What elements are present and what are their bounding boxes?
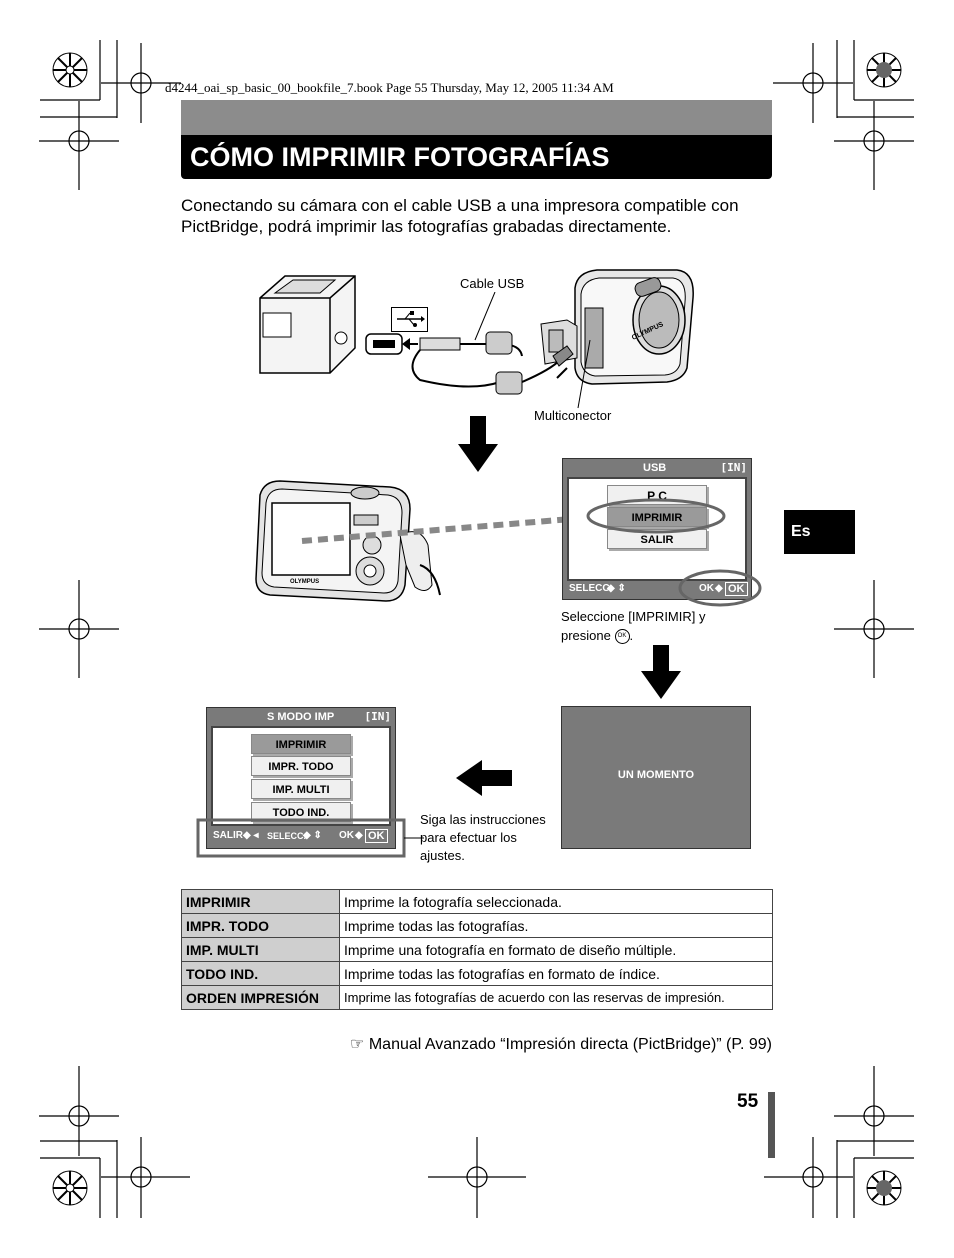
mode-caption: Siga las instrucciones para efectuar los… (420, 812, 546, 863)
ok-key-icon: OK (725, 582, 748, 596)
camera-back-illustration: OLYMPUS (255, 480, 441, 602)
intro-text: Conectando su cámara con el cable USB a … (181, 196, 739, 236)
usb-caption-line1: Seleccione [IMPRIMIR] y (561, 609, 706, 624)
book-info: d4244_oai_sp_basic_00_bookfile_7.book Pa… (165, 80, 614, 95)
connector-label-leader (577, 340, 591, 409)
print-mode-title: S MODO IMP (267, 711, 335, 723)
wait-screen: UN MOMENTO (561, 706, 751, 849)
memory-indicator: [IN] (364, 710, 392, 723)
mode-menu-imprimir[interactable]: IMPRIMIR (251, 734, 351, 754)
language-tab: Es (784, 510, 855, 554)
arrow-down-icon (641, 645, 681, 699)
usb-screen-title: USB (643, 462, 667, 474)
ok-key-icon: OK (365, 829, 388, 843)
connector-label: Multiconector (534, 408, 612, 423)
select-hint: SELECC. (267, 831, 307, 841)
select-hint: SELECC. (569, 583, 613, 594)
highlight-ovals (586, 498, 762, 607)
ok-button-icon: OK (614, 629, 630, 645)
mode-menu-imp-multi[interactable]: IMP. MULTI (251, 779, 351, 799)
dashed-connector-line (301, 514, 597, 544)
svg-text:OLYMPUS: OLYMPUS (290, 579, 319, 585)
reference-note: ☞ Manual Avanzado “Impresión directa (Pi… (350, 1036, 772, 1053)
usb-cable-illustration (402, 331, 561, 395)
usb-menu-imprimir[interactable]: IMPRIMIR (607, 507, 707, 527)
pointing-hand-icon: ☞ (350, 1036, 365, 1053)
print-mode-screen: S MODO IMP [IN] IMPRIMIR IMPR. TODO IMP.… (206, 707, 396, 849)
page-number: 55 (737, 1091, 759, 1112)
arrow-left-icon (456, 760, 512, 796)
usb-menu-salir[interactable]: SALIR (607, 529, 707, 549)
cable-label-leader (474, 292, 496, 341)
ok-hint: OK (699, 583, 714, 594)
exit-hint: SALIR (213, 830, 243, 841)
usb-caption-line2: presione OK. (561, 628, 634, 645)
page-title: CÓMO IMPRIMIR FOTOGRAFÍAS (190, 142, 610, 172)
printer-illustration (259, 275, 356, 374)
usb-port-icon (365, 333, 403, 355)
usb-symbol-icon (391, 307, 428, 332)
print-mode-footer: SALIR ◆ ◂ SELECC. ◆ ⇕ OK ◆ OK (211, 828, 391, 844)
memory-indicator: [IN] (720, 461, 748, 474)
usb-screen-footer: SELECC. ◆ ⇕ OK ◆ OK (567, 581, 748, 597)
footer-highlight-box (196, 818, 424, 858)
ok-hint: OK (339, 830, 354, 841)
camera-open-illustration: OLYMPUS (540, 269, 694, 385)
cable-label: Cable USB (460, 276, 525, 291)
mode-menu-impr-todo[interactable]: IMPR. TODO (251, 756, 351, 776)
arrow-down-icon (458, 416, 498, 472)
title-bar (181, 135, 772, 179)
page-number-bar (768, 1092, 775, 1158)
title-bar-accent (181, 100, 772, 135)
wait-text: UN MOMENTO (617, 769, 695, 781)
table-row: TODO IND.Imprime todas las fotografías e… (181, 961, 773, 986)
